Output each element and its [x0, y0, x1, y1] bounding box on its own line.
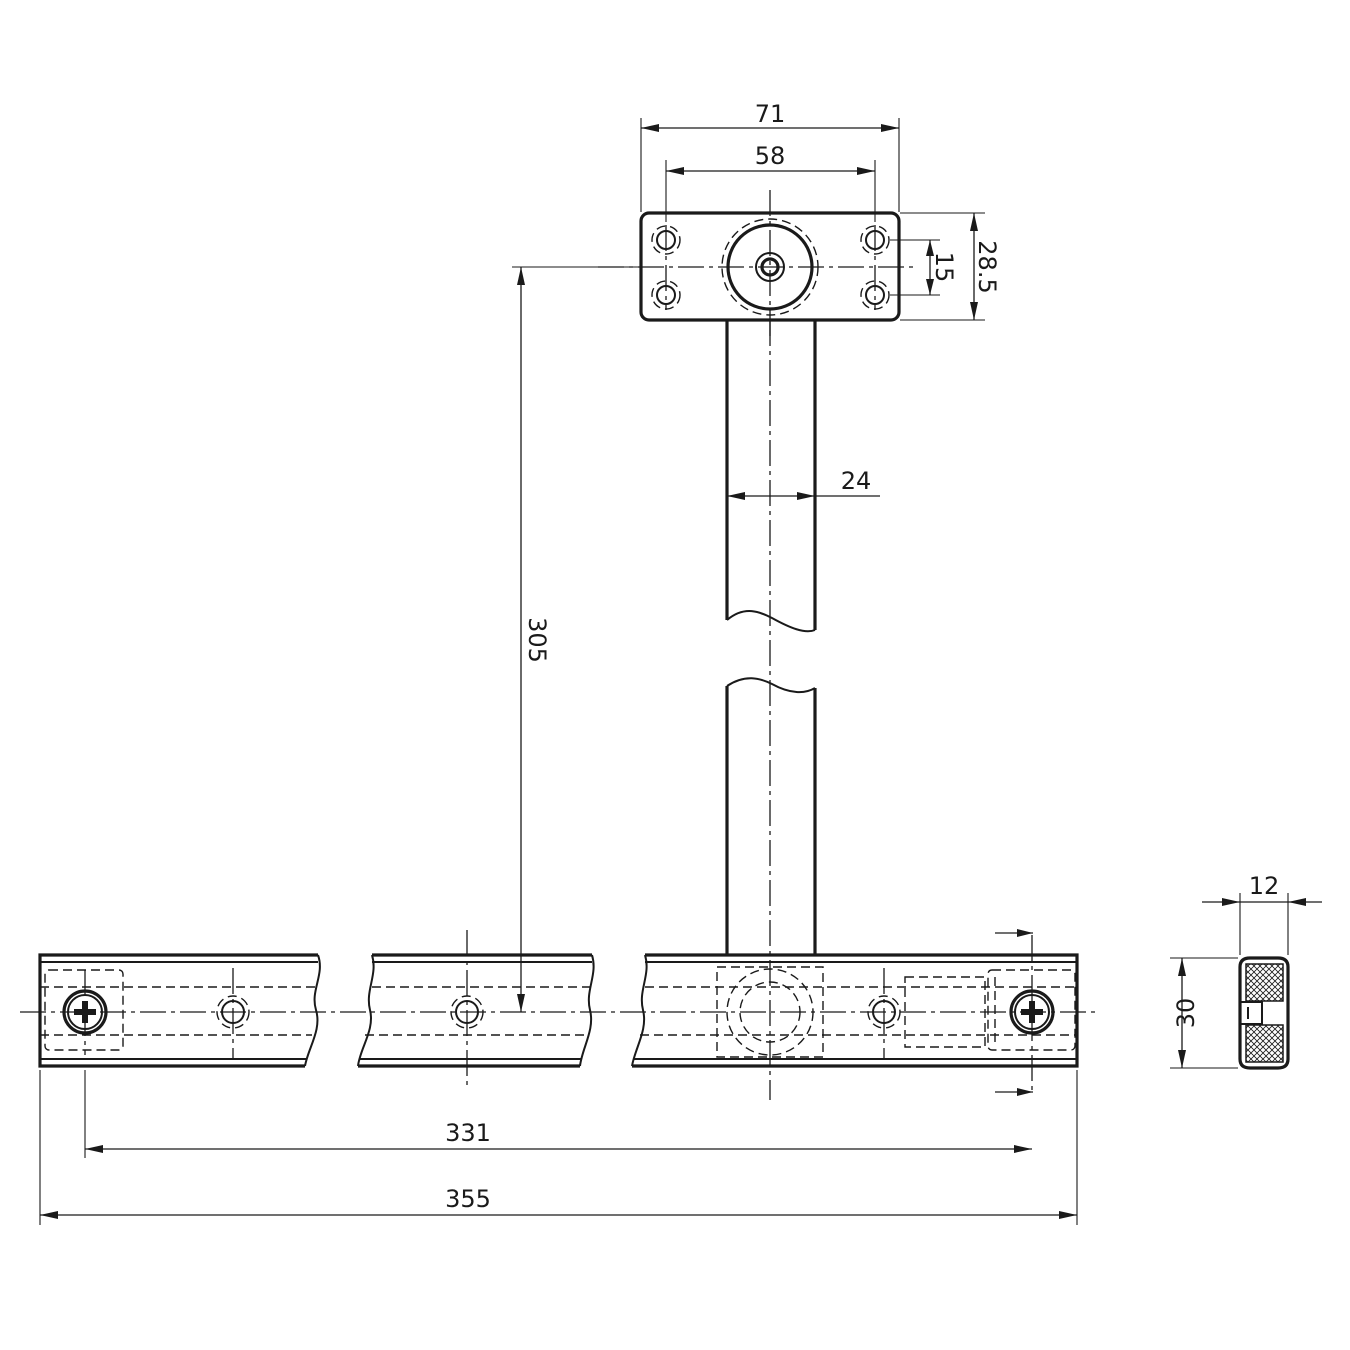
flange-hole-top-right — [860, 225, 890, 255]
dimension-label: 305 — [523, 617, 551, 663]
dimension-28-5: 28.5 — [900, 212, 1001, 321]
dimension-label: 58 — [755, 142, 786, 170]
dimension-label: 12 — [1249, 872, 1280, 900]
flange-hole-bottom-left — [651, 280, 681, 310]
tube-socket — [716, 966, 824, 1058]
dimension-305: 305 — [512, 266, 640, 1012]
dimension-label: 71 — [755, 100, 786, 128]
bar-section-middle — [357, 953, 595, 1068]
profile-cross-section — [1238, 956, 1290, 1070]
dimension-right-tick-marks — [995, 929, 1033, 1096]
dimension-label: 24 — [841, 467, 872, 495]
dimension-331: 331 — [84, 1070, 1032, 1158]
dimension-label: 28.5 — [973, 240, 1001, 293]
screw-hole-icon — [216, 968, 250, 1058]
dimension-15: 15 — [890, 239, 958, 296]
dimension-label: 15 — [930, 252, 958, 283]
screw-hole-icon — [867, 968, 901, 1058]
dimension-355: 355 — [39, 1070, 1078, 1225]
flange-central-boss — [721, 218, 819, 316]
dimension-30: 30 — [1170, 957, 1238, 1069]
dimension-label: 331 — [445, 1119, 491, 1147]
dimension-12: 12 — [1202, 872, 1322, 955]
dimension-58: 58 — [665, 142, 876, 222]
flange-hole-bottom-right — [860, 280, 890, 310]
profile-bar — [20, 930, 1100, 1095]
bar-section-right — [631, 953, 1079, 1068]
dimension-label: 355 — [445, 1185, 491, 1213]
vertical-tube — [725, 320, 817, 1100]
mounting-flange — [598, 190, 918, 340]
dimension-label: 30 — [1172, 998, 1200, 1029]
flange-hole-top-left — [651, 225, 681, 255]
dimension-71: 71 — [640, 100, 900, 212]
screw-hole-icon — [450, 930, 484, 1090]
dimension-24: 24 — [727, 467, 880, 500]
